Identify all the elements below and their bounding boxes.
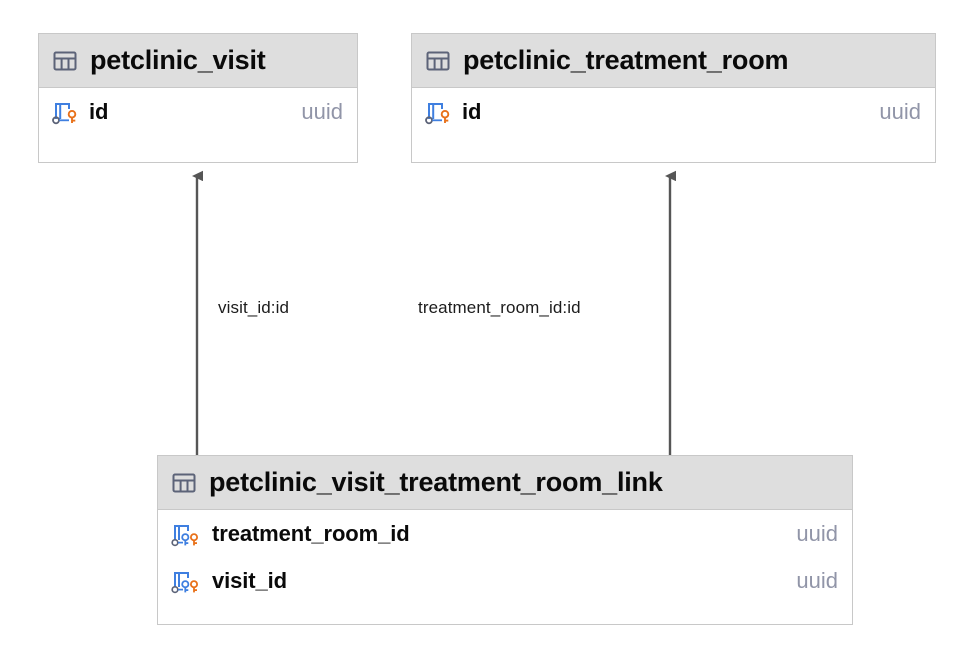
field-name: id xyxy=(89,98,109,124)
table-row[interactable]: visit_id uuid xyxy=(158,557,852,604)
entity-header-petclinic-visit[interactable]: petclinic_visit xyxy=(39,34,357,88)
field-type: uuid xyxy=(879,98,921,124)
table-icon xyxy=(52,48,78,74)
table-row[interactable]: treatment_room_id uuid xyxy=(158,510,852,557)
field-name: visit_id xyxy=(212,567,288,593)
entity-title: petclinic_visit xyxy=(90,45,266,75)
edge-label-visit-id: visit_id:id xyxy=(218,298,290,317)
entity-title: petclinic_treatment_room xyxy=(463,45,789,75)
primary-key-icon xyxy=(425,99,453,125)
field-type: uuid xyxy=(796,567,838,593)
entity-body-petclinic-treatment-room: id uuid xyxy=(412,88,935,135)
entity-petclinic-treatment-room[interactable]: petclinic_treatment_room id uuid xyxy=(411,33,936,163)
entity-title: petclinic_visit_treatment_room_link xyxy=(209,467,663,497)
entity-petclinic-visit-treatment-room-link[interactable]: petclinic_visit_treatment_room_link xyxy=(157,455,853,625)
field-type: uuid xyxy=(301,98,343,124)
field-name: treatment_room_id xyxy=(212,520,410,546)
entity-header-petclinic-visit-treatment-room-link[interactable]: petclinic_visit_treatment_room_link xyxy=(158,456,852,510)
composite-key-icon xyxy=(171,568,203,594)
primary-key-icon xyxy=(52,99,80,125)
field-name: id xyxy=(462,98,482,124)
table-icon xyxy=(425,48,451,74)
table-row[interactable]: id uuid xyxy=(39,88,357,135)
composite-key-icon xyxy=(171,521,203,547)
entity-petclinic-visit[interactable]: petclinic_visit id uuid xyxy=(38,33,358,163)
edge-label-treatment-room-id: treatment_room_id:id xyxy=(418,298,581,317)
entity-body-petclinic-visit: id uuid xyxy=(39,88,357,135)
entity-body-petclinic-visit-treatment-room-link: treatment_room_id uuid xyxy=(158,510,852,604)
table-row[interactable]: id uuid xyxy=(412,88,935,135)
entity-header-petclinic-treatment-room[interactable]: petclinic_treatment_room xyxy=(412,34,935,88)
field-type: uuid xyxy=(796,520,838,546)
table-icon xyxy=(171,470,197,496)
